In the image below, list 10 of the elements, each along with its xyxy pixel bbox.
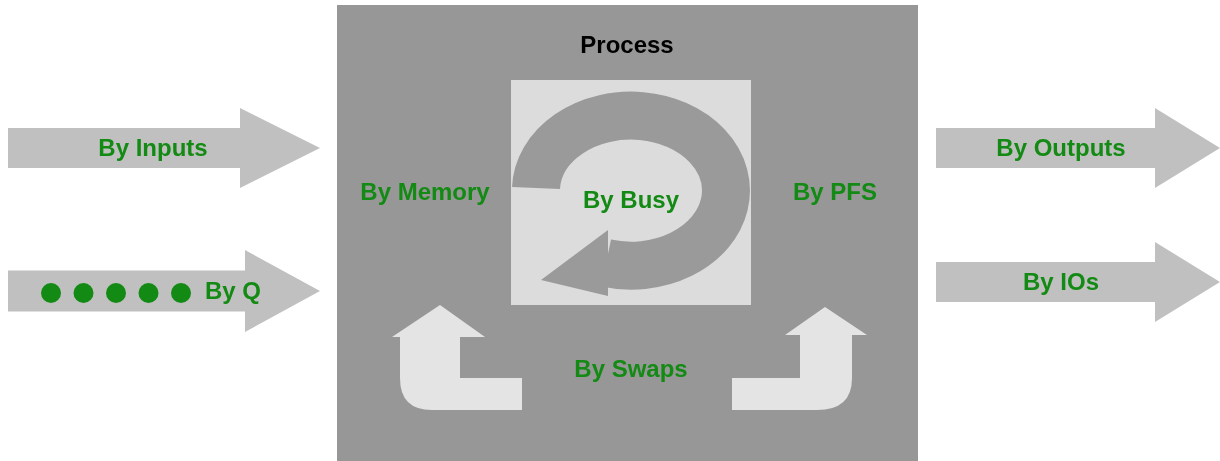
arrow-label: By Outputs [995,133,1127,163]
arrow-label: By Inputs [97,133,209,163]
arrow-label: By Q [204,276,262,306]
arrow-label: By IOs [1022,267,1100,297]
panel-title: Process [579,30,675,60]
center-label: By Busy [581,185,680,215]
label-text: By Swaps [573,354,689,384]
label-text: By PFS [792,177,878,207]
process-panel [337,5,918,461]
label-text: By Memory [360,177,490,207]
